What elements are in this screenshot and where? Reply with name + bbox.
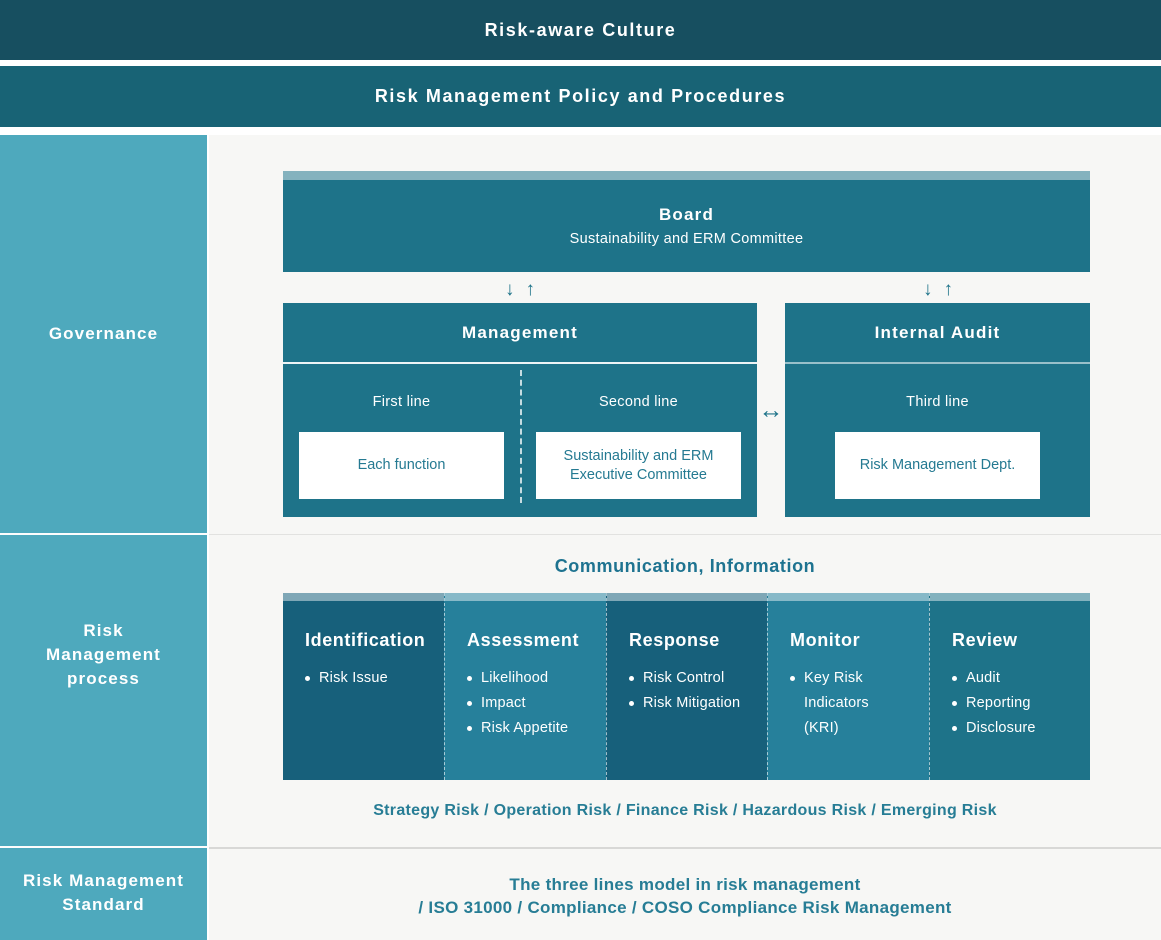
- column-top-strip: [930, 593, 1090, 601]
- bullet-dot-icon: [305, 676, 310, 681]
- management-audit-arrow: ↔: [755, 303, 787, 517]
- first-line-lane: First line Each function: [283, 364, 520, 517]
- risk-types-line: Strategy Risk / Operation Risk / Finance…: [373, 802, 997, 819]
- sidebar-section-process: Risk Management process: [0, 533, 207, 846]
- bullet-item: Audit: [952, 666, 1078, 691]
- sidebar-section-standard: Risk Management Standard: [0, 846, 207, 938]
- bullet-item: Impact: [467, 691, 594, 716]
- arrow-down-icon: ↓: [923, 279, 933, 300]
- step-bullets: Risk Control Risk Mitigation: [629, 666, 755, 716]
- step-bullets: Key Risk Indicators (KRI): [790, 666, 917, 741]
- bullet-dot-icon: [952, 701, 957, 706]
- standard-label: Risk Management Standard: [22, 871, 185, 914]
- board-management-arrows: ↓ ↑: [460, 277, 580, 303]
- risk-aware-culture-label: Risk-aware Culture: [484, 19, 677, 40]
- board-top-strip: [283, 171, 1090, 180]
- board-subtitle: Sustainability and ERM Committee: [569, 231, 804, 247]
- internal-audit-box: Internal Audit Third line Risk Managemen…: [785, 303, 1090, 517]
- column-top-strip: [768, 593, 929, 601]
- risk-policy-label: Risk Management Policy and Procedures: [374, 86, 787, 106]
- section-divider-governance-process: [209, 534, 1161, 535]
- bullet-item: Risk Control: [629, 666, 755, 691]
- step-title: Monitor: [790, 630, 861, 650]
- bullet-item: Risk Appetite: [467, 716, 594, 741]
- bullet-dot-icon: [629, 701, 634, 706]
- step-title: Assessment: [467, 630, 580, 650]
- bullet-item: Risk Mitigation: [629, 691, 755, 716]
- standard-line-2: / ISO 31000 / Compliance / COSO Complian…: [418, 898, 952, 917]
- process-step-monitor: Monitor Key Risk Indicators (KRI): [767, 593, 929, 780]
- bullet-item: Risk Issue: [305, 666, 432, 691]
- risk-management-dept-box: Risk Management Dept.: [835, 432, 1040, 499]
- column-top-strip: [445, 593, 606, 601]
- process-step-response: Response Risk Control Risk Mitigation: [606, 593, 767, 780]
- arrow-down-icon: ↓: [505, 279, 515, 300]
- management-box: Management First line Each function Seco…: [283, 303, 757, 517]
- bullet-item: Key Risk Indicators (KRI): [790, 666, 917, 741]
- arrow-up-icon: ↑: [943, 279, 954, 300]
- board-box: Board Sustainability and ERM Committee: [283, 180, 1090, 272]
- management-body: First line Each function Second line Sus…: [283, 364, 757, 517]
- third-line-lane: Third line Risk Management Dept.: [785, 364, 1090, 517]
- internal-audit-title: Internal Audit: [785, 303, 1090, 364]
- bullet-dot-icon: [467, 676, 472, 681]
- step-bullets: Audit Reporting Disclosure: [952, 666, 1078, 741]
- process-label: Risk Management process: [46, 620, 161, 688]
- process-step-assessment: Assessment Likelihood Impact Risk Appeti…: [444, 593, 606, 780]
- arrow-leftright-icon: ↔: [758, 395, 784, 424]
- bullet-dot-icon: [467, 701, 472, 706]
- standard-text: The three lines model in risk management…: [209, 873, 1161, 919]
- bullet-item: Likelihood: [467, 666, 594, 691]
- management-title: Management: [283, 303, 757, 364]
- each-function-box: Each function: [299, 432, 504, 499]
- governance-label: Governance: [48, 324, 159, 343]
- column-top-strip: [283, 593, 444, 601]
- bullet-dot-icon: [629, 676, 634, 681]
- step-bullets: Risk Issue: [305, 666, 432, 691]
- bullet-dot-icon: [467, 726, 472, 731]
- bullet-dot-icon: [790, 676, 795, 681]
- board-title: Board: [658, 205, 715, 224]
- column-top-strip: [607, 593, 767, 601]
- section-divider-process-standard: [209, 847, 1161, 849]
- third-line-label: Third line: [906, 394, 969, 410]
- step-title: Response: [629, 630, 720, 650]
- erm-executive-committee-box: Sustainability and ERM Executive Committ…: [536, 432, 741, 499]
- bullet-dot-icon: [952, 726, 957, 731]
- first-line-label: First line: [372, 394, 431, 410]
- communication-information-label: Communication, Information: [554, 556, 816, 576]
- bullet-item: Reporting: [952, 691, 1078, 716]
- second-line-lane: Second line Sustainability and ERM Execu…: [520, 364, 757, 517]
- sidebar: Governance Risk Management process Risk …: [0, 135, 207, 940]
- process-step-identification: Identification Risk Issue: [283, 593, 444, 780]
- step-title: Review: [952, 630, 1018, 650]
- process-step-review: Review Audit Reporting Disclosure: [929, 593, 1090, 780]
- standard-line-1: The three lines model in risk management: [509, 875, 861, 894]
- bullet-item: Disclosure: [952, 716, 1078, 741]
- sidebar-section-governance: Governance: [0, 135, 207, 533]
- step-bullets: Likelihood Impact Risk Appetite: [467, 666, 594, 741]
- step-title: Identification: [305, 630, 426, 650]
- risk-aware-culture-banner: Risk-aware Culture: [0, 0, 1161, 60]
- arrow-up-icon: ↑: [525, 279, 536, 300]
- risk-policy-banner: Risk Management Policy and Procedures: [0, 66, 1161, 127]
- board-audit-arrows: ↓ ↑: [878, 277, 998, 303]
- second-line-label: Second line: [598, 394, 679, 410]
- internal-audit-body: Third line Risk Management Dept.: [785, 364, 1090, 517]
- bullet-dot-icon: [952, 676, 957, 681]
